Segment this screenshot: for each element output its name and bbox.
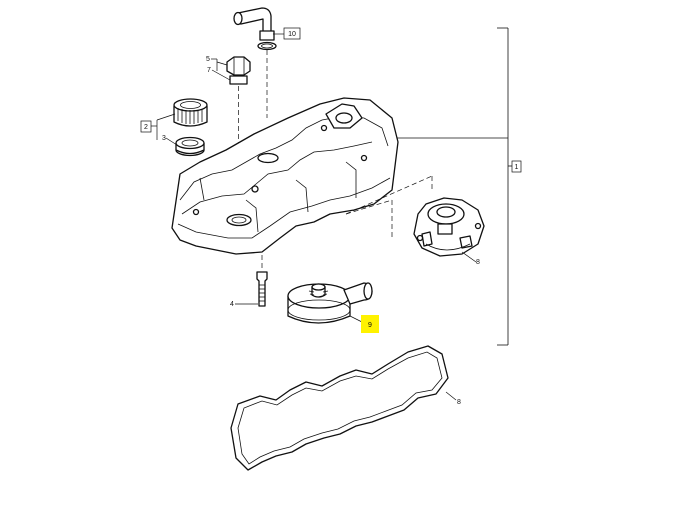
callout-5-7-group: 5 7	[206, 56, 231, 81]
filler-cap-seal	[175, 136, 205, 157]
callout-2-box	[140, 120, 152, 133]
valve-cover	[171, 97, 399, 255]
callout-8-pcv: 8	[476, 259, 480, 266]
breather-elbow-fitting: 10	[233, 7, 301, 118]
callout-5: 5	[206, 56, 210, 63]
callout-1-box	[511, 160, 522, 173]
oil-filler-cap	[173, 98, 208, 127]
pcv-dashed-leaders	[345, 175, 433, 240]
callout-2-3-group: 2 3	[140, 113, 178, 146]
cap-nut	[226, 56, 251, 148]
callout-9: 9	[368, 322, 372, 329]
callout-3: 3	[162, 135, 166, 142]
callout-10-box	[283, 27, 301, 40]
callout-4: 4	[230, 301, 234, 308]
callout-2: 2	[144, 124, 148, 131]
callout-7: 7	[207, 67, 211, 74]
pcv-valve: 8	[413, 197, 485, 266]
callout-8-gasket: 8	[457, 399, 461, 406]
callout-9-highlight: 9	[361, 315, 379, 333]
callout-10: 10	[288, 31, 296, 38]
assembly-bracket: 1	[395, 27, 522, 346]
callout-1: 1	[515, 164, 519, 171]
valve-cover-gasket: 8	[230, 345, 461, 471]
oil-separator	[287, 282, 373, 324]
stud-bolt: 4	[230, 255, 268, 308]
